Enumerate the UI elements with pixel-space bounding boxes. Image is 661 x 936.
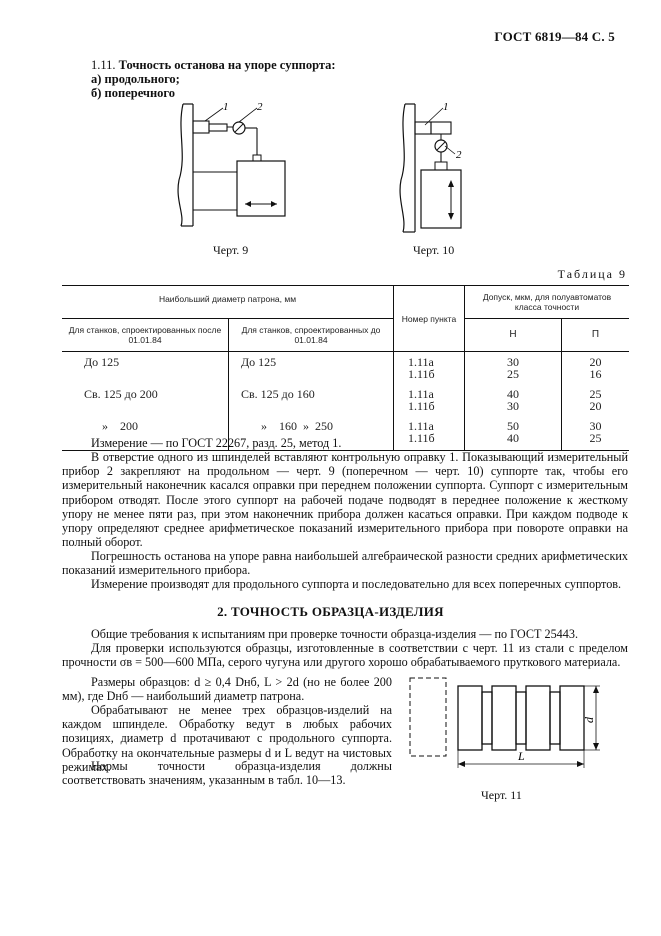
paragraph-carriages: Измерение производят для продольного суп… — [91, 577, 622, 591]
fig11-label-d: d — [582, 716, 596, 723]
paragraph-samples: Для проверки используются образцы, изгот… — [62, 641, 628, 670]
item-a: а) продольного; — [91, 72, 180, 86]
section-title: 1.11. Точность останова на упоре суппорт… — [91, 58, 336, 72]
fig11-label-L: L — [517, 749, 525, 763]
row-n: 30 25 — [464, 351, 562, 384]
row-after: До 125 — [62, 351, 229, 384]
table-header-item: Номер пункта — [393, 285, 465, 352]
table-9: Наибольший диаметр патрона, мм Номер пун… — [62, 285, 629, 451]
row-before: До 125 — [241, 355, 277, 369]
row-after: Св. 125 до 200 — [62, 384, 229, 416]
paragraph-method: В отверстие одного из шпинделей вставляю… — [62, 450, 628, 550]
paragraph-norms: Нормы точности образца-изделия должны со… — [62, 759, 392, 788]
table-header-after: Для станков, спроектированных после 01.0… — [62, 318, 229, 352]
fig9-label-1: 1 — [223, 101, 229, 113]
table-header-group: Наибольший диаметр патрона, мм — [62, 285, 394, 319]
paragraph-general: Общие требования к испытаниям при провер… — [91, 627, 579, 641]
row-p: 25 20 — [589, 387, 602, 413]
page-header: ГОСТ 6819—84 С. 5 — [494, 29, 615, 44]
row-n: 40 30 — [464, 384, 562, 416]
fig10-label-2: 2 — [456, 149, 462, 161]
row-after: » 200 — [62, 416, 229, 451]
table-header-before: Для станков, спроектированных до 01.01.8… — [241, 325, 381, 345]
paragraph-error: Погрешность останова на упоре равна наиб… — [62, 549, 628, 578]
fig10-label-1: 1 — [443, 101, 449, 113]
section-2-heading: 2. ТОЧНОСТЬ ОБРАЗЦА-ИЗДЕЛИЯ — [217, 604, 444, 619]
paragraph-processing: Обрабатывают не менее трех образцов-изде… — [62, 703, 392, 774]
row-items: 1.11а 1.11б — [393, 351, 465, 384]
row-before: » 160 » 250 — [261, 419, 333, 433]
table-title: Таблица 9 — [557, 267, 627, 281]
row-p: 20 16 — [589, 355, 602, 381]
table-header-tolerance: Допуск, мкм, для полуавтоматов класса то… — [464, 285, 629, 319]
item-b: б) поперечного — [91, 86, 176, 100]
figure-10-caption: Черт. 10 — [413, 243, 455, 257]
table-row: Св. 125 до 200 Св. 125 до 160 1.11а 1.11… — [62, 384, 629, 416]
row-n: 50 40 — [464, 416, 562, 451]
table-row: До 125 До 125 1.11а 1.11б 30 25 20 16 — [62, 351, 629, 384]
row-items: 1.11а 1.11б — [393, 416, 465, 451]
table-header-n: Н — [464, 318, 562, 352]
section-number: 1.11. — [91, 58, 116, 72]
figure-11-drawing: d L — [409, 677, 600, 768]
section-title-text: Точность останова на упоре суппорта: — [118, 58, 336, 72]
fig9-label-2: 2 — [257, 101, 263, 113]
paragraph-sizes: Размеры образцов: d ≥ 0,4 Dнб, L > 2d (н… — [62, 675, 392, 704]
row-p: 30 25 — [589, 419, 602, 445]
figure-11-caption: Черт. 11 — [481, 788, 522, 802]
figure-9-drawing: 1 2 — [177, 101, 286, 227]
figure-9-caption: Черт. 9 — [213, 243, 249, 257]
row-items: 1.11а 1.11б — [393, 384, 465, 416]
table-row: » 200 » 160 » 250 1.11а 1.11б 50 40 30 2… — [62, 416, 629, 451]
figure-10-drawing: 1 2 — [399, 101, 462, 233]
table-header-p: П — [591, 329, 600, 340]
row-before: Св. 125 до 160 — [241, 387, 315, 401]
paragraph-measurement: Измерение — по ГОСТ 22267, разд. 25, мет… — [91, 436, 342, 450]
